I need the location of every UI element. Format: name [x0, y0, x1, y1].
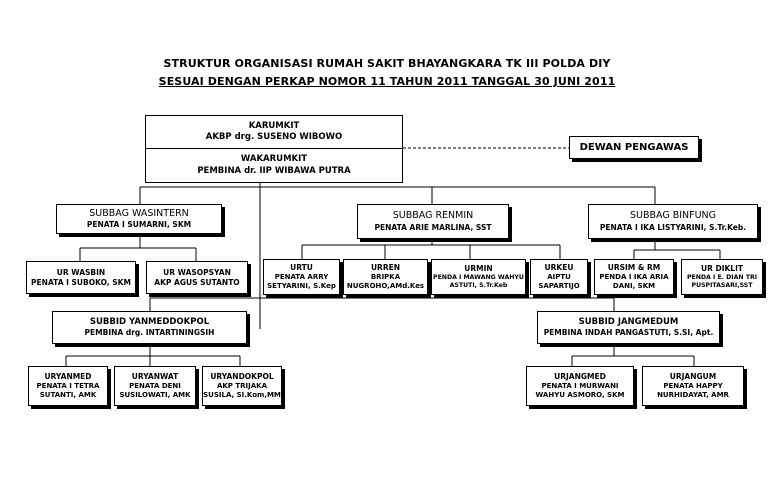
urjangmed-role: URJANGMED	[554, 372, 606, 382]
urjangum-role: URJANGUM	[669, 372, 717, 382]
subbag-wasintern-person: PENATA I SUMARNI, SKM	[86, 220, 192, 230]
uryandokpol-box[interactable]: URYANDOKPOL AKP TRIJAKA SUSILA, SI.Kom,M…	[202, 366, 282, 406]
ur-diklit-person-line2: PUSPITASARI,SST	[691, 281, 753, 289]
subbag-wasintern-role: SUBBAG WASINTERN	[89, 207, 189, 219]
subbid-jangmedum-person: PEMBINA INDAH PANGASTUTI, S.SI, Apt.	[543, 328, 714, 338]
ursim-rm-box[interactable]: URSIM & RM PENDA I IKA ARIA DANI, SKM	[594, 259, 674, 295]
urmin-person-line2: ASTUTI, S.Tr.Keb	[449, 281, 508, 289]
subbid-yanmeddokpol-person: PEMBINA drg. INTARTININGSIH	[84, 328, 215, 338]
urtu-role: URTU	[290, 263, 313, 273]
ur-wasbin-person: PENATA I SUBOKO, SKM	[31, 277, 131, 287]
urtu-box[interactable]: URTU PENATA ARRY SETYARINI, S.Kep	[263, 259, 340, 295]
karumkit-box[interactable]: KARUMKIT AKBP drg. SUSENO WIBOWO	[145, 115, 403, 149]
uryanmed-box[interactable]: URYANMED PENATA I TETRA SUTANTI, AMK	[28, 366, 108, 406]
ursim-rm-person-line2: DANI, SKM	[612, 281, 656, 290]
urjangum-box[interactable]: URJANGUM PENATA HAPPY NURHIDAYAT, AMR	[642, 366, 744, 406]
uryanmed-role: URYANMED	[44, 372, 92, 382]
subbag-wasintern-box[interactable]: SUBBAG WASINTERN PENATA I SUMARNI, SKM	[56, 204, 222, 234]
ur-wasbin-role: UR WASBIN	[56, 267, 106, 277]
uryandokpol-person-line2: SUSILA, SI.Kom,MM	[203, 390, 281, 399]
ur-diklit-box[interactable]: UR DIKLIT PENDA I E. DIAN TRI PUSPITASAR…	[681, 259, 763, 295]
uryanmed-person-line1: PENATA I TETRA	[36, 381, 100, 390]
uryandokpol-person-line1: AKP TRIJAKA	[216, 381, 268, 390]
subbid-yanmeddokpol-role: SUBBID YANMEDDOKPOL	[89, 317, 210, 328]
uryanmed-person-line2: SUTANTI, AMK	[39, 390, 97, 399]
wakarumkit-person: PEMBINA dr. IIP WIBAWA PUTRA	[197, 165, 351, 176]
urren-person-line1: BRIPKA	[370, 272, 401, 281]
subbid-yanmeddokpol-box[interactable]: SUBBID YANMEDDOKPOL PEMBINA drg. INTARTI…	[52, 311, 247, 344]
dewan-pengawas-box[interactable]: DEWAN PENGAWAS	[569, 136, 699, 159]
urtu-person-line2: SETYARINI, S.Kep	[267, 281, 336, 290]
wakarumkit-role: WAKARUMKIT	[240, 154, 308, 165]
subbag-renmin-role: SUBBAG RENMIN	[392, 210, 474, 222]
urren-box[interactable]: URREN BRIPKA NUGROHO,AMd.Kes	[343, 259, 428, 295]
wakarumkit-box[interactable]: WAKARUMKIT PEMBINA dr. IIP WIBAWA PUTRA	[145, 148, 403, 183]
subbag-renmin-box[interactable]: SUBBAG RENMIN PENATA ARIE MARLINA, SST	[357, 204, 509, 239]
ursim-rm-role: URSIM & RM	[607, 263, 661, 273]
subbag-binfung-box[interactable]: SUBBAG BINFUNG PENATA I IKA LISTYARINI, …	[588, 204, 758, 239]
urkeu-person-line2: SAPARTIJO	[538, 281, 580, 290]
karumkit-role: KARUMKIT	[248, 120, 300, 131]
uryanwat-person-line2: SUSILOWATI, AMK	[119, 390, 191, 399]
ur-diklit-role: UR DIKLIT	[701, 264, 743, 274]
dewan-pengawas-role: DEWAN PENGAWAS	[579, 142, 689, 153]
ur-wasbin-box[interactable]: UR WASBIN PENATA I SUBOKO, SKM	[26, 261, 136, 294]
uryanwat-person-line1: PENATA DENI	[129, 381, 181, 390]
urjangum-person-line1: PENATA HAPPY	[663, 381, 723, 390]
urkeu-box[interactable]: URKEU AIPTU SAPARTIJO	[530, 259, 588, 295]
ursim-rm-person-line1: PENDA I IKA ARIA	[599, 272, 669, 281]
subbag-binfung-person: PENATA I IKA LISTYARINI, S.Tr.Keb.	[599, 222, 747, 232]
uryanwat-box[interactable]: URYANWAT PENATA DENI SUSILOWATI, AMK	[114, 366, 196, 406]
urmin-box[interactable]: URMIN PENDA I MAWANG WAHYU ASTUTI, S.Tr.…	[431, 259, 526, 295]
chart-subtitle: SESUAI DENGAN PERKAP NOMOR 11 TAHUN 2011…	[158, 75, 616, 88]
urkeu-person-line1: AIPTU	[547, 272, 571, 281]
subbag-renmin-person: PENATA ARIE MARLINA, SST	[374, 222, 492, 232]
urjangmed-person-line1: PENATA I MURWANI	[541, 381, 619, 390]
subbid-jangmedum-role: SUBBID JANGMEDUM	[578, 317, 679, 328]
subbid-jangmedum-box[interactable]: SUBBID JANGMEDUM PEMBINA INDAH PANGASTUT…	[537, 311, 720, 344]
urkeu-role: URKEU	[544, 263, 574, 273]
urjangmed-person-line2: WAHYU ASMORO, SKM	[535, 390, 625, 399]
karumkit-person: AKBP drg. SUSENO WIBOWO	[205, 132, 343, 142]
subbag-binfung-role: SUBBAG BINFUNG	[629, 210, 717, 222]
urren-person-line2: NUGROHO,AMd.Kes	[346, 281, 425, 290]
urren-role: URREN	[370, 263, 401, 273]
urjangum-person-line2: NURHIDAYAT, AMR	[657, 390, 729, 399]
ur-wasopsyan-box[interactable]: UR WASOPSYAN AKP AGUS SUTANTO	[146, 261, 248, 294]
chart-title: STRUKTUR ORGANISASI RUMAH SAKIT BHAYANGK…	[163, 57, 611, 70]
ur-wasopsyan-role: UR WASOPSYAN	[163, 267, 231, 277]
urmin-person-line1: PENDA I MAWANG WAHYU	[433, 273, 524, 281]
ur-diklit-person-line1: PENDA I E. DIAN TRI	[686, 273, 758, 281]
uryanwat-role: URYANWAT	[131, 372, 179, 382]
urtu-person-line1: PENATA ARRY	[274, 272, 329, 281]
urjangmed-box[interactable]: URJANGMED PENATA I MURWANI WAHYU ASMORO,…	[526, 366, 634, 406]
urmin-role: URMIN	[464, 264, 493, 274]
uryandokpol-role: URYANDOKPOL	[210, 372, 274, 382]
ur-wasopsyan-person: AKP AGUS SUTANTO	[154, 277, 240, 287]
